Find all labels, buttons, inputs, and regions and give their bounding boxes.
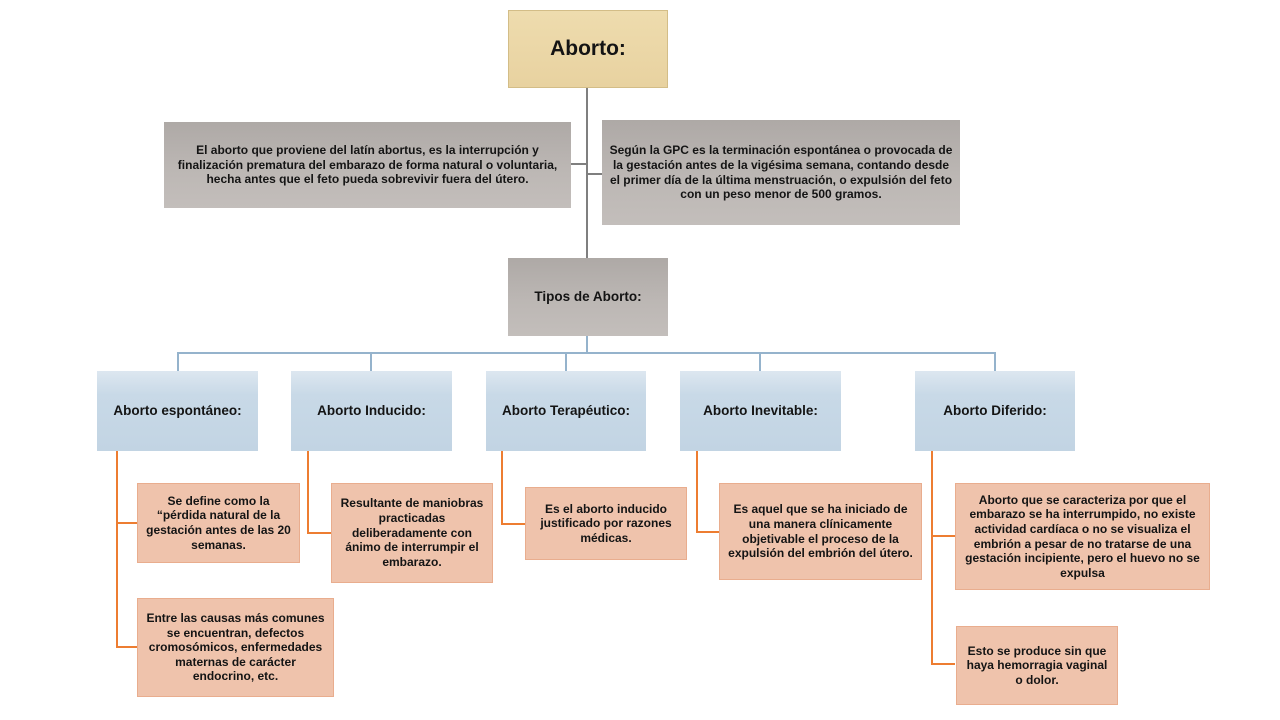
type-label: Aborto Inevitable: xyxy=(703,402,818,418)
note-espontaneo-2: Entre las causas más comunes se encuentr… xyxy=(137,598,334,697)
connector-espontaneo-note1 xyxy=(118,522,137,524)
type-node-inducido: Aborto Inducido: xyxy=(291,371,452,451)
connector-drop-espontaneo xyxy=(177,352,179,371)
type-label: Aborto Terapéutico: xyxy=(502,402,630,418)
connector-inevitable-note1 xyxy=(698,531,719,533)
note-text: Es aquel que se ha iniciado de una maner… xyxy=(728,502,913,561)
type-node-terapeutico: Aborto Terapéutico: xyxy=(486,371,646,451)
type-label: Aborto Diferido: xyxy=(943,402,1047,418)
connector-inevitable-stem xyxy=(696,451,698,533)
definition-right-text: Según la GPC es la terminación espontáne… xyxy=(609,143,953,202)
note-text: Resultante de maniobras practicadas deli… xyxy=(340,496,484,569)
connector-inducido-note1 xyxy=(309,532,331,534)
connector-drop-inevitable xyxy=(759,352,761,371)
type-label: Aborto Inducido: xyxy=(317,402,426,418)
note-diferido-1: Aborto que se caracteriza por que el emb… xyxy=(955,483,1210,590)
connector-types-rail xyxy=(177,352,996,354)
note-inducido-1: Resultante de maniobras practicadas deli… xyxy=(331,483,493,583)
note-text: Aborto que se caracteriza por que el emb… xyxy=(965,492,1200,580)
connector-terapeutico-stem xyxy=(501,451,503,525)
connector-espontaneo-stem xyxy=(116,451,118,648)
type-label: Aborto espontáneo: xyxy=(113,402,242,418)
connector-espontaneo-note2 xyxy=(118,646,137,648)
root-node-aborto: Aborto: xyxy=(508,10,668,88)
connector-tipos-stem xyxy=(586,336,588,353)
connector-root-tipos xyxy=(586,88,588,258)
connector-definition-right xyxy=(588,173,602,175)
note-terapeutico-1: Es el aborto inducido justificado por ra… xyxy=(525,487,687,560)
note-text: Se define como la “pérdida natural de la… xyxy=(146,493,291,552)
tipos-node: Tipos de Aborto: xyxy=(508,258,668,336)
connector-diferido-stem xyxy=(931,451,933,665)
connector-inducido-stem xyxy=(307,451,309,534)
tipos-label: Tipos de Aborto: xyxy=(534,288,642,304)
connector-drop-terapeutico xyxy=(565,352,567,371)
definition-right: Según la GPC es la terminación espontáne… xyxy=(602,120,960,225)
note-inevitable-1: Es aquel que se ha iniciado de una maner… xyxy=(719,483,922,580)
type-node-diferido: Aborto Diferido: xyxy=(915,371,1075,451)
note-diferido-2: Esto se produce sin que haya hemorragia … xyxy=(956,626,1118,705)
note-text: Esto se produce sin que haya hemorragia … xyxy=(966,643,1108,687)
definition-left: El aborto que proviene del latín abortus… xyxy=(164,122,571,208)
connector-definition-left xyxy=(571,163,586,165)
note-text: Entre las causas más comunes se encuentr… xyxy=(146,610,325,684)
root-label: Aborto: xyxy=(550,37,626,61)
type-node-inevitable: Aborto Inevitable: xyxy=(680,371,841,451)
definition-left-text: El aborto que proviene del latín abortus… xyxy=(177,143,558,187)
connector-diferido-note1 xyxy=(933,535,955,537)
connector-diferido-note2 xyxy=(933,663,955,665)
note-text: Es el aborto inducido justificado por ra… xyxy=(540,501,672,545)
connector-drop-diferido xyxy=(994,352,996,371)
type-node-espontaneo: Aborto espontáneo: xyxy=(97,371,258,451)
note-espontaneo-1: Se define como la “pérdida natural de la… xyxy=(137,483,300,563)
connector-terapeutico-note1 xyxy=(503,523,525,525)
connector-drop-inducido xyxy=(370,352,372,371)
